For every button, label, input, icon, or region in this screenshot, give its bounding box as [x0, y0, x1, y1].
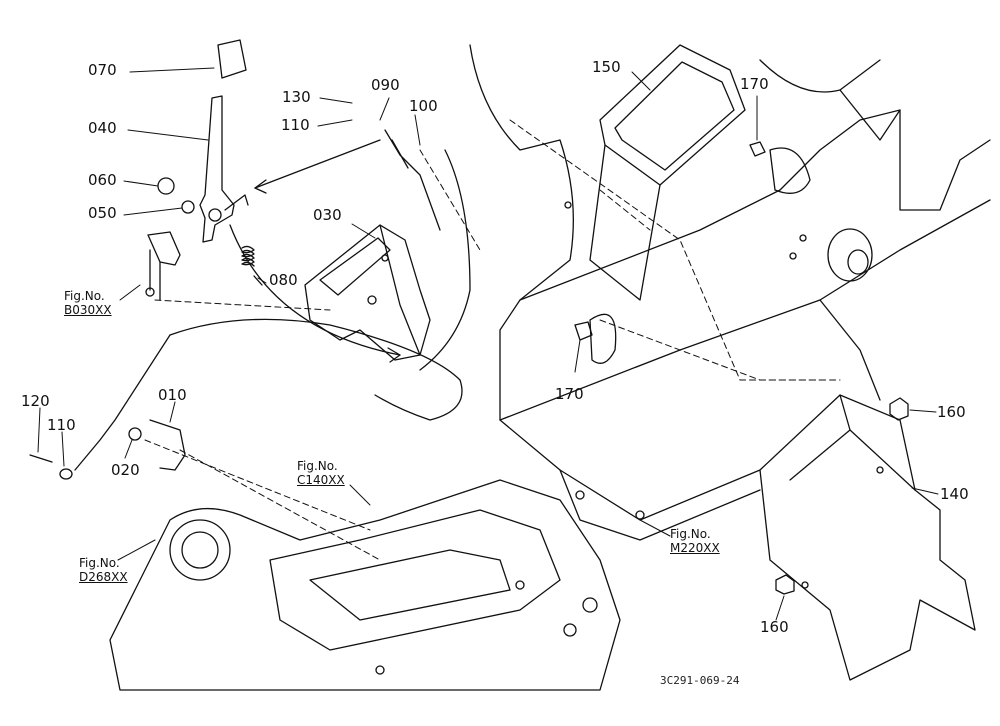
bracket-010 — [128, 419, 186, 471]
part-label-100: 100 — [409, 97, 438, 115]
reference-lines — [144, 119, 841, 561]
figure-ref-prefix: Fig.No. — [670, 527, 711, 541]
part-label-160-right: 160 — [937, 403, 966, 421]
part-label-040: 040 — [88, 119, 117, 137]
chassis-frame — [469, 44, 991, 541]
transmission-housing — [109, 479, 621, 691]
washers — [157, 177, 195, 214]
part-label-150: 150 — [592, 58, 621, 76]
part-label-130: 130 — [282, 88, 311, 106]
switch-b030 — [145, 231, 181, 301]
assembly-arrows — [229, 139, 401, 363]
figure-ref-prefix: Fig.No. — [79, 556, 120, 570]
figure-ref-c140[interactable]: Fig.No. C140XX — [297, 459, 345, 488]
part-label-010: 010 — [158, 386, 187, 404]
drawing-id: 3C291-069-24 — [660, 674, 740, 687]
bolts — [574, 141, 909, 595]
figure-ref-prefix: Fig.No. — [297, 459, 338, 473]
cable-assembly — [29, 129, 471, 480]
figure-ref-code: B030XX — [64, 303, 112, 318]
leader-lines — [37, 67, 939, 621]
bracket-150 — [589, 44, 746, 301]
figure-ref-prefix: Fig.No. — [64, 289, 105, 303]
part-label-070: 070 — [88, 61, 117, 79]
part-label-140: 140 — [940, 485, 969, 503]
figure-ref-b030[interactable]: Fig.No. B030XX — [64, 289, 112, 318]
part-label-120: 120 — [21, 392, 50, 410]
part-label-030: 030 — [313, 206, 342, 224]
spring-080 — [241, 245, 263, 286]
part-label-170-middle: 170 — [555, 385, 584, 403]
cover-140 — [759, 394, 976, 681]
part-label-170-top: 170 — [740, 75, 769, 93]
part-label-090: 090 — [371, 76, 400, 94]
part-label-060: 060 — [88, 171, 117, 189]
part-label-020: 020 — [111, 461, 140, 479]
figure-ref-code: M220XX — [670, 541, 720, 556]
part-label-110-bottom: 110 — [47, 416, 76, 434]
part-label-110-top: 110 — [281, 116, 310, 134]
figure-ref-m220[interactable]: Fig.No. M220XX — [670, 527, 720, 556]
figure-ref-d268[interactable]: Fig.No. D268XX — [79, 556, 128, 585]
bracket-030 — [304, 224, 431, 361]
part-label-160-bottom: 160 — [760, 618, 789, 636]
figure-ref-code: C140XX — [297, 473, 345, 488]
part-label-050: 050 — [88, 204, 117, 222]
part-label-080: 080 — [269, 271, 298, 289]
lever-040 — [199, 39, 249, 243]
figure-ref-code: D268XX — [79, 570, 128, 585]
